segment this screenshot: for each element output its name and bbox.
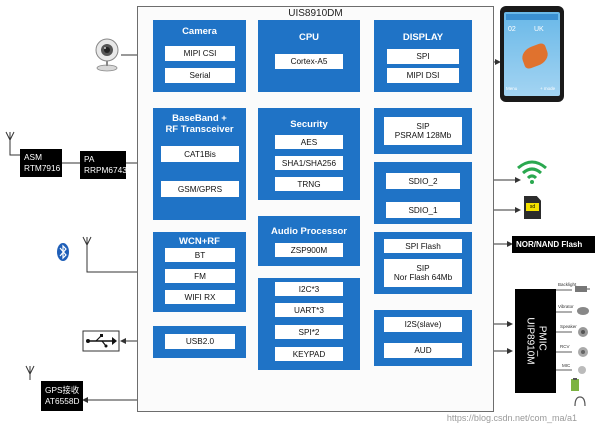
cpu-block: CPU Cortex-A5 [258,20,360,92]
baseband-title-2: RF Transceiver [153,124,246,135]
asm-antenna-line [10,138,20,155]
i2s-slave: I2S(slave) [384,317,462,332]
sip-psram-line2: PSRAM 128Mb [395,131,451,140]
display-mipi-dsi: MIPI DSI [387,68,459,83]
asm-line1: ASM [24,152,62,163]
phone-wallpaper-shape [519,42,550,70]
pmic-line1: PMIC_ [536,317,548,364]
phone-status-bar [506,14,558,20]
pmic-mic-label: MIC [562,363,570,368]
nor-nand-box: NOR/NAND Flash [512,236,595,253]
sip-psram-box: SIP PSRAM 128Mb [384,117,462,145]
bluetooth-icon [57,243,69,261]
security-title: Security [258,119,360,130]
sdio-block: SDIO_2 SDIO_1 [374,162,472,224]
camera-serial: Serial [165,68,235,83]
spiflash-spi-flash: SPI Flash [384,239,462,253]
sd-card-label: sd [526,203,539,211]
wcn-fm: FM [165,269,235,283]
periph-uart: UART*3 [275,303,343,317]
chip-title: UIS8910DM [138,7,493,21]
receiver-icon [577,346,589,358]
periph-spi: SPI*2 [275,325,343,339]
i2s-block: I2S(slave) AUD [374,310,472,366]
security-block: Security AES SHA1/SHA256 TRNG [258,108,360,200]
pmic-rcv-label: RCV [560,344,570,349]
baseband-block: BaseBand + RF Transceiver CAT1Bis GSM/GP… [153,108,246,220]
wcn-title: WCN+RF [153,236,246,247]
gps-antenna-icon [26,366,34,374]
i2s-aud: AUD [384,343,462,358]
sdio-2: SDIO_2 [386,173,460,189]
pa-line2: RRPM6743 [84,165,126,176]
spiflash-sip-box: SIP Nor Flash 64Mb [384,259,462,287]
watermark: https://blog.csdn.net/com_ma/a1 [447,413,577,423]
vibrator-icon [576,306,590,316]
wcn-block: WCN+RF BT FM WIFI RX [153,232,246,312]
webcam-icon [93,37,121,73]
phone-screen: 02 UK Menu + mode [504,12,560,96]
pmic-speaker-label: Speaker [560,324,577,329]
gps-line2: AT6558D [45,396,83,407]
battery-icon [568,378,582,392]
audio-block: Audio Processor ZSP900M [258,216,360,266]
gps-line1: GPS接收 [45,385,83,396]
phone-left-softkey: Menu [506,86,517,91]
backlight-icon [574,284,590,294]
asm-box: ASM RTM7916 [20,149,62,177]
spiflash-sip-line1: SIP [416,264,429,273]
asm-antenna-icon [6,132,14,140]
pmic-vibrator-label: Vibrator [558,304,574,309]
pa-line1: PA [84,154,126,165]
usb-block: USB2.0 [153,326,246,358]
usb-usb20: USB2.0 [165,334,235,349]
sip-psram-block: SIP PSRAM 128Mb [374,108,472,154]
wifi-icon [516,158,548,184]
asm-line2: RTM7916 [24,163,62,174]
pmic-line2: UIP8910M [524,317,536,364]
pmic-box: PMIC_ UIP8910M [515,289,556,393]
phone-region: UK [534,26,544,33]
cpu-title: CPU [258,32,360,43]
peripheral-block: I2C*3 UART*3 SPI*2 KEYPAD [258,278,360,370]
wcn-bt: BT [165,248,235,262]
wcn-antenna-icon [83,237,91,245]
sd-card-icon: sd [524,196,541,219]
pa-box: PA RRPM6743 [80,151,126,179]
baseband-cat1bis: CAT1Bis [161,146,239,162]
camera-block: Camera MIPI CSI Serial [153,20,246,92]
sip-psram-line1: SIP [416,122,429,131]
display-spi: SPI [387,49,459,64]
audio-zsp900m: ZSP900M [275,243,343,257]
camera-mipi-csi: MIPI CSI [165,46,235,61]
gps-box: GPS接收 AT6558D [41,381,83,411]
sdio-1: SDIO_1 [386,202,460,218]
speaker-icon [577,326,589,338]
phone-right-softkey: + mode [540,86,555,91]
wcn-wifi-rx: WIFI RX [165,290,235,304]
baseband-gsm-gprs: GSM/GPRS [161,181,239,197]
pmic-label: PMIC_ UIP8910M [524,317,548,364]
security-trng: TRNG [275,177,343,191]
baseband-title-1: BaseBand + [153,113,246,124]
periph-keypad: KEYPAD [275,347,343,361]
spiflash-sip-line2: Nor Flash 64Mb [394,273,452,282]
mic-icon [576,364,588,376]
phone-time: 02 [508,26,516,33]
camera-title: Camera [153,26,246,37]
security-sha: SHA1/SHA256 [275,156,343,170]
spiflash-block: SPI Flash SIP Nor Flash 64Mb [374,232,472,294]
audio-title: Audio Processor [258,226,360,237]
display-block: DISPLAY SPI MIPI DSI [374,20,472,92]
phone-icon: 02 UK Menu + mode [500,6,564,102]
display-title: DISPLAY [374,32,472,43]
cpu-cortex-a5: Cortex-A5 [275,54,343,69]
periph-i2c: I2C*3 [275,282,343,296]
earphone-icon [572,394,588,410]
usb-icon [82,330,120,352]
security-aes: AES [275,135,343,149]
